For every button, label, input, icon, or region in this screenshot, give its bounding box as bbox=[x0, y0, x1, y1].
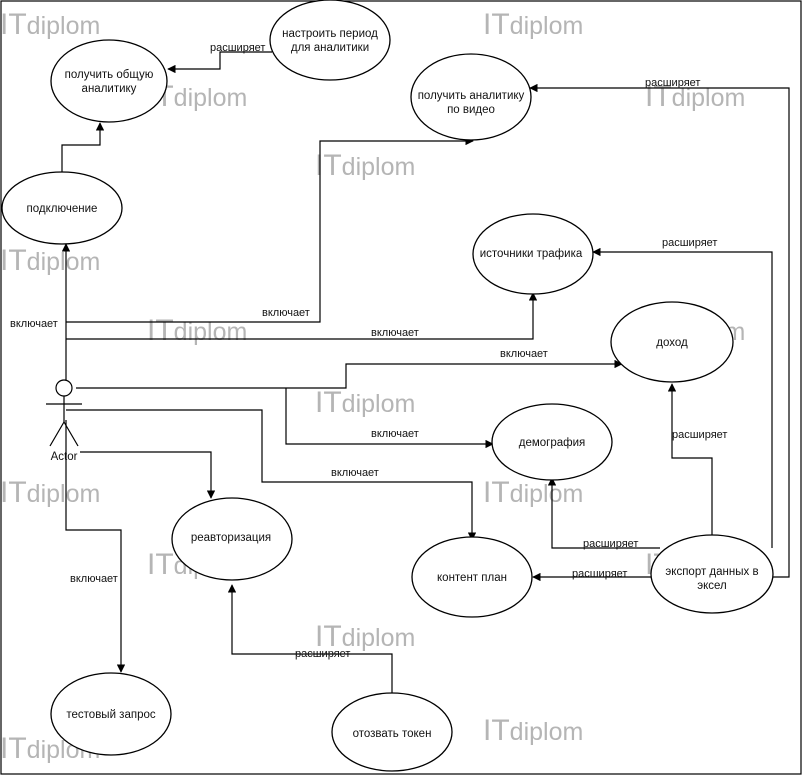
edge-extend-export-video bbox=[529, 83, 790, 578]
watermark: ITdiplom bbox=[315, 620, 415, 653]
edge-include-income bbox=[76, 359, 623, 389]
watermark: ITdiplom bbox=[0, 476, 100, 509]
use-case-label: реавторизация bbox=[191, 532, 271, 544]
watermark: ITdiplom bbox=[483, 476, 583, 509]
use-case-label: контент план bbox=[437, 572, 507, 584]
watermark: ITdiplom bbox=[645, 80, 745, 113]
edge-actor-reauthorization bbox=[80, 451, 216, 499]
use-case-reauthorization[interactable]: реавторизация bbox=[171, 497, 293, 581]
use-case-test-request[interactable]: тестовый запрос bbox=[50, 672, 172, 756]
use-case-label: настроить период bbox=[282, 28, 378, 40]
use-case-label: экспорт данных в bbox=[665, 566, 758, 578]
watermark: ITdiplom bbox=[0, 8, 100, 41]
use-case-label: тестовый запрос bbox=[66, 709, 155, 721]
edge-label-extend: расширяет bbox=[295, 648, 350, 660]
edge-label-extend: расширяет bbox=[583, 538, 638, 550]
use-case-overall-analytics[interactable]: получить общую аналитику bbox=[50, 39, 168, 123]
edge-label-include: включает bbox=[371, 428, 419, 440]
actor-stick-figure-icon bbox=[46, 379, 82, 447]
use-case-video-analytics[interactable]: получить аналитику по видео bbox=[410, 53, 532, 141]
use-case-connection[interactable]: подключение bbox=[1, 171, 123, 245]
use-case-label: доход bbox=[656, 337, 688, 349]
watermark: ITdiplom bbox=[315, 386, 415, 419]
edge-label-extend: расширяет bbox=[210, 42, 265, 54]
use-case-label: аналитику bbox=[82, 83, 137, 95]
edge-label-include: включает bbox=[331, 467, 379, 479]
use-case-label: получить аналитику bbox=[418, 90, 525, 102]
edge-include-content-plan bbox=[66, 409, 477, 541]
use-case-demography[interactable]: демография bbox=[491, 403, 613, 481]
use-case-label: демография bbox=[519, 437, 586, 449]
use-case-export-excel[interactable]: экспорт данных в эксел bbox=[650, 534, 774, 614]
edge-include-test-request bbox=[65, 420, 126, 673]
use-case-label: получить общую bbox=[65, 69, 154, 81]
use-case-label: для аналитики bbox=[291, 42, 369, 54]
use-case-label: по видео bbox=[447, 104, 495, 116]
watermark: ITdiplom bbox=[315, 149, 415, 182]
watermark: ITdiplom bbox=[0, 732, 100, 765]
watermark: ITdiplom bbox=[0, 244, 100, 277]
use-case-label: подключение bbox=[27, 203, 98, 215]
use-case-label: источники трафика bbox=[480, 248, 583, 260]
edge-extend-revoke bbox=[227, 584, 393, 693]
use-case-income[interactable]: доход bbox=[610, 301, 734, 383]
edge-label-include: включает bbox=[500, 348, 548, 360]
edge-label-include: включает bbox=[70, 573, 118, 585]
edge-label-extend: расширяет bbox=[672, 429, 727, 441]
edge-extend-export-income bbox=[667, 383, 713, 536]
edge-label-include: включает bbox=[371, 327, 419, 339]
edge-label-include: включает bbox=[10, 318, 58, 330]
use-case-configure-period[interactable]: настроить период для аналитики bbox=[269, 0, 391, 81]
edge-include-demography bbox=[285, 388, 494, 449]
use-case-label: отозвать токен bbox=[353, 728, 432, 740]
watermark: ITdiplom bbox=[147, 314, 247, 347]
use-case-revoke-token[interactable]: отозвать токен bbox=[331, 692, 453, 772]
edge-label-extend: расширяет bbox=[662, 237, 717, 249]
use-case-label: эксел bbox=[697, 580, 727, 592]
use-case-content-plan[interactable]: контент план bbox=[411, 536, 533, 618]
edge-extend-period bbox=[167, 51, 272, 74]
edge-label-extend: расширяет bbox=[572, 568, 627, 580]
edge-label-include: включает bbox=[262, 307, 310, 319]
actor-label: Actor bbox=[51, 451, 78, 463]
use-case-traffic-sources[interactable]: источники трафика bbox=[472, 213, 594, 295]
watermark: ITdiplom bbox=[483, 8, 583, 41]
edge-include-traffic bbox=[66, 292, 538, 340]
actor[interactable]: Actor bbox=[46, 379, 82, 463]
watermark: ITdiplom bbox=[483, 714, 583, 747]
edge-label-extend: расширяет bbox=[645, 77, 700, 89]
edge-extend-export-demography bbox=[547, 477, 660, 549]
edge-connection-overall bbox=[61, 122, 105, 173]
edge-include-video-analytics bbox=[66, 136, 474, 323]
relations: расширяет включает включает включает вкл… bbox=[10, 42, 790, 693]
edge-extend-export-traffic bbox=[592, 247, 773, 548]
